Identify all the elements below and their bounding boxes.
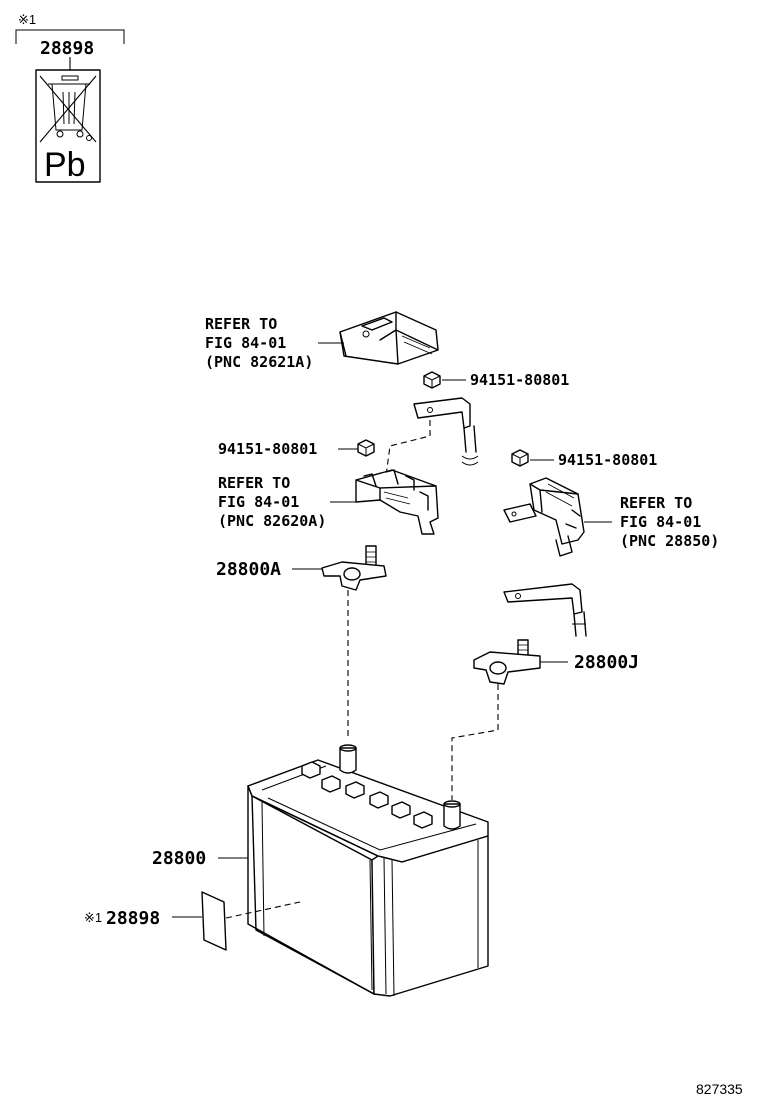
refer-28850-callout: REFER TO FIG 84-01 (PNC 28850) xyxy=(620,494,719,550)
terminal-28800j xyxy=(473,639,541,685)
terminal-28800a xyxy=(321,545,387,591)
label-28898-part-number: 28898 xyxy=(106,908,160,929)
battery-28800 xyxy=(247,744,489,997)
terminal-28800j-part-number: 28800J xyxy=(574,652,639,673)
crossed-bin-icon xyxy=(39,75,97,143)
nut-right-part-number: 94151-80801 xyxy=(558,451,657,469)
dash-nut-top-to-fuse-block xyxy=(385,420,431,477)
dash-label-to-battery xyxy=(225,901,301,919)
nut-left-part-number: 94151-80801 xyxy=(218,440,317,458)
nut-top xyxy=(423,371,441,389)
terminal-28800a-part-number: 28800A xyxy=(216,559,281,580)
nut-left xyxy=(357,439,375,457)
battery-part-number: 28800 xyxy=(152,848,206,869)
label-note-mark: ※1 xyxy=(84,910,102,925)
fusible-link-28850 xyxy=(503,477,585,557)
label-28898-sticker xyxy=(201,891,227,951)
recycle-label-frame xyxy=(35,69,101,183)
fuse-cover-82621a xyxy=(339,311,439,365)
bus-bar-upper xyxy=(413,397,479,466)
recycle-label-part-number: 28898 xyxy=(40,38,94,59)
fuse-block-82620a xyxy=(355,469,439,535)
note-mark-top: ※1 xyxy=(18,12,36,27)
vent-caps xyxy=(301,761,433,829)
recycle-label-detail: ※1 28898 Pb xyxy=(15,12,125,184)
nut-right xyxy=(511,449,529,467)
illustration-number: 827335 xyxy=(696,1081,743,1097)
lead-pb-symbol: Pb xyxy=(44,146,86,184)
refer-82621a-callout: REFER TO FIG 84-01 (PNC 82621A) xyxy=(205,315,313,371)
nut-top-part-number: 94151-80801 xyxy=(470,371,569,389)
dash-terminal-j-to-post xyxy=(451,684,499,800)
bus-bar-lower xyxy=(503,583,587,637)
detail-bracket xyxy=(15,29,125,44)
refer-82620a-callout: REFER TO FIG 84-01 (PNC 82620A) xyxy=(218,474,326,530)
